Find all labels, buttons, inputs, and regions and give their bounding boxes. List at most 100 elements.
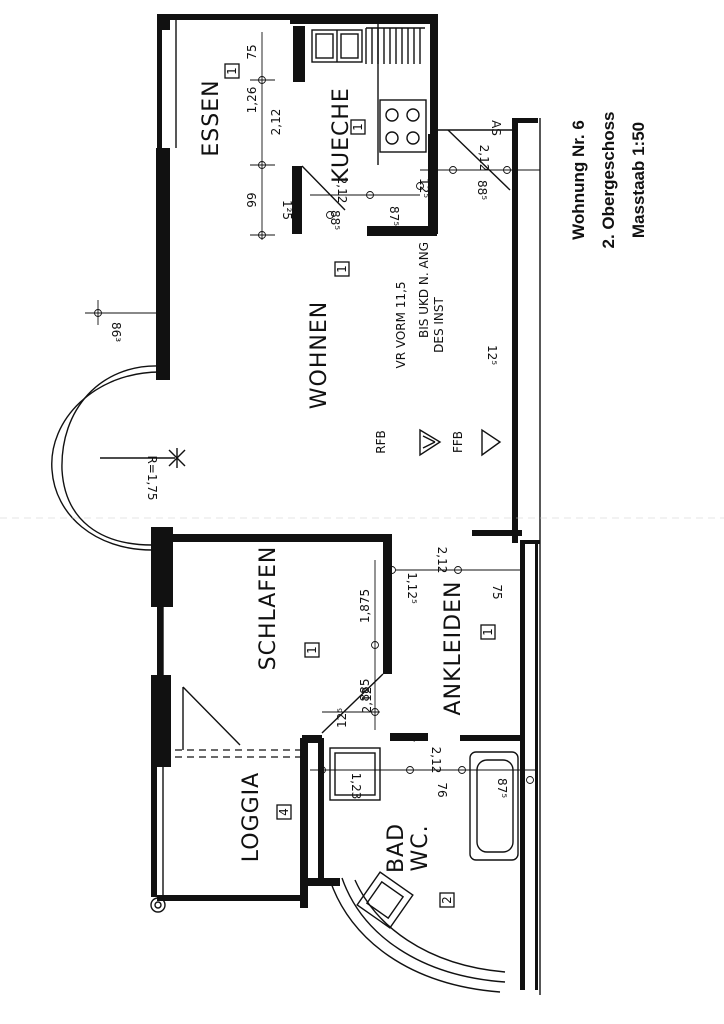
dim-label-212-ankleiden: 2,12 (435, 547, 449, 574)
wall-ankleiden-bottom (390, 733, 428, 741)
loggia-door-swing (182, 686, 241, 746)
room-box-bad (439, 892, 455, 908)
kitchen-sink-right (340, 33, 359, 59)
dim-label-125-wohnen: 12⁵ (485, 345, 499, 365)
dim-label-875-bad: 87⁵ (495, 778, 509, 798)
wall-loggia-left (151, 767, 157, 897)
wall-bad-left (300, 738, 308, 908)
bay-window-arc-inner (61, 365, 161, 546)
dim-label-885-kueche: 88⁵ (328, 210, 342, 230)
walls (151, 14, 540, 990)
room-number-kueche: 1 (351, 123, 365, 131)
wall-loggia-bottom (157, 895, 307, 901)
room-label-wohnen: WOHNEN (307, 301, 332, 409)
wall-right-lower (520, 540, 525, 990)
stove-burner-3 (385, 131, 399, 145)
dim-node-16 (458, 766, 466, 774)
title-block: Wohnung Nr. 6 2. Obergeschoss Masstaab 1… (569, 111, 648, 248)
kitchen-stove (379, 99, 427, 153)
wall-bay-left-pier (151, 527, 173, 607)
note-vr-line1: VR VORM 11,5 (394, 281, 408, 368)
wall-right-lower-outer (535, 540, 538, 990)
room-label-bad: BAD (384, 823, 409, 873)
wall-kitchen-partition (292, 166, 302, 234)
room-label-ankleiden: ANKLEIDEN (441, 581, 466, 716)
dim-node-4 (94, 309, 102, 317)
wc-bowl (356, 871, 414, 929)
wall-essen-left (157, 14, 162, 149)
wall-right-cap (512, 118, 538, 123)
dim-node-11 (454, 566, 462, 574)
dim-label-212-kueche: 2,12 (335, 177, 349, 204)
dim-node-17 (526, 776, 534, 784)
room-label-schlafen: SCHLAFEN (256, 546, 281, 671)
stove-burner-4 (406, 131, 420, 145)
kitchen-sink-left (315, 33, 334, 59)
dim-node-2 (258, 161, 266, 169)
dim-label-212-right: 2,12 (477, 145, 491, 172)
dim-label-875-kueche: 87⁵ (387, 206, 401, 226)
note-radius: R=1,75 (145, 455, 159, 500)
room-box-schlafen (304, 642, 320, 658)
title-apartment-number: Wohnung Nr. 6 (569, 120, 588, 240)
stove-burner-2 (406, 108, 420, 122)
title-scale: Masstaab 1:50 (629, 122, 648, 238)
bad-curved-wall (329, 879, 501, 993)
stove-burner-1 (385, 108, 399, 122)
room-label-wc: WC. (408, 824, 433, 871)
dim-node-15 (406, 766, 414, 774)
rfb-symbol (419, 428, 442, 457)
wall-right-outer (512, 118, 518, 543)
room-box-ankleiden (480, 624, 496, 640)
entry-door-swing (447, 129, 511, 191)
title-floor: 2. Obergeschoss (599, 111, 618, 248)
dim-label-885-right: 88⁵ (475, 180, 489, 200)
wall-schlafen-right (383, 534, 392, 674)
room-number-boxes: 1 1 1 1 1 4 2 (224, 63, 496, 908)
dim-label-212-bad: 2,12 (429, 747, 443, 774)
note-vr-line3: DES INST (432, 296, 446, 352)
thin-lines (0, 20, 724, 995)
ankleiden-door-line (396, 734, 416, 742)
wall-kitchen-lower (428, 134, 438, 234)
dim-label-125-schlafen: 12⁵ (335, 708, 349, 728)
dim-label-75-ankleiden: 75 (490, 584, 504, 599)
dim-label-885-schlafen: 885 (358, 679, 372, 702)
dim-node-6 (366, 191, 374, 199)
wall-bad-top (302, 735, 322, 743)
bathtub-inner (476, 759, 514, 853)
dim-label-125-essen: 1²5 (280, 200, 294, 220)
wall-ankleiden-top (472, 530, 522, 536)
bad-curved-wall-3 (354, 879, 506, 973)
wall-schlafen-left (157, 605, 163, 675)
room-number-loggia: 4 (277, 808, 291, 816)
room-box-essen (224, 63, 240, 79)
dim-node-13 (371, 708, 379, 716)
dim-label-212-schlafen: 2,12 (360, 687, 374, 714)
dim-label-99: 99 (245, 192, 259, 207)
dim-label-1125: 1,12⁵ (405, 572, 419, 604)
wall-kitchen-stub (293, 26, 305, 82)
dim-node-8 (449, 166, 457, 174)
dim-label-76: 76 (435, 782, 449, 797)
wall-schlafen-top (170, 534, 392, 542)
wc-bowl-inner (365, 880, 405, 920)
room-labels: ESSEN KUECHE WOHNEN SCHLAFEN ANKLEIDEN L… (199, 79, 466, 873)
dim-node-1 (258, 76, 266, 84)
room-label-kueche: KUECHE (329, 87, 354, 183)
dim-label-123: 1,23 (349, 773, 363, 800)
notes: VR VORM 11,5 BIS UKD N. ANG DES INST RFB… (145, 120, 503, 500)
dim-label-1875: 1,875 (358, 589, 372, 623)
wall-bad-left-inner (318, 738, 324, 878)
wall-ankleiden-bottom2 (460, 735, 522, 741)
room-box-wohnen (334, 261, 350, 277)
wall-top-outer (157, 14, 435, 30)
wall-bad-corner (300, 878, 340, 886)
room-box-loggia (276, 804, 292, 820)
bad-sink-inner (334, 752, 376, 796)
kitchen-counter-hatch (365, 27, 425, 64)
dim-node-14 (318, 766, 326, 774)
dim-label-863: 86³ (109, 322, 123, 342)
note-rfb: RFB (374, 430, 388, 453)
